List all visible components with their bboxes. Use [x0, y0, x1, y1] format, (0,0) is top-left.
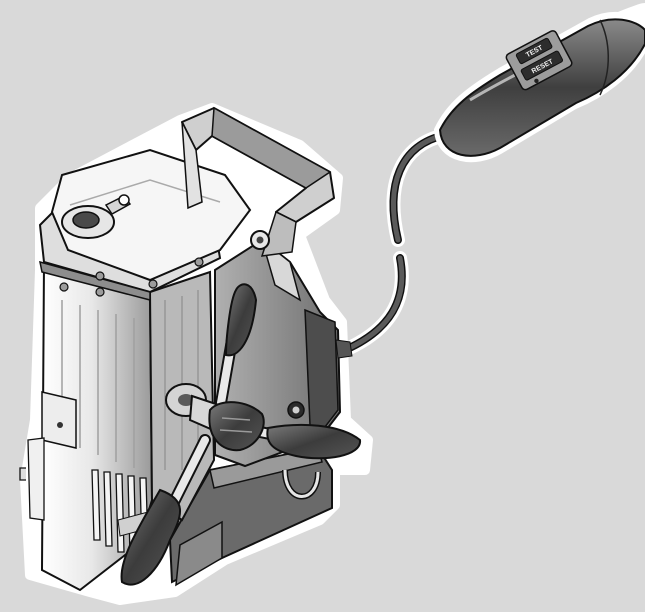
- magnetic-base: [168, 446, 333, 587]
- carry-handle: [181, 106, 335, 257]
- feed-handles: [120, 283, 361, 586]
- lock-knob-icon: [208, 401, 265, 452]
- cord-switch-box: TEST RESET: [433, 12, 645, 163]
